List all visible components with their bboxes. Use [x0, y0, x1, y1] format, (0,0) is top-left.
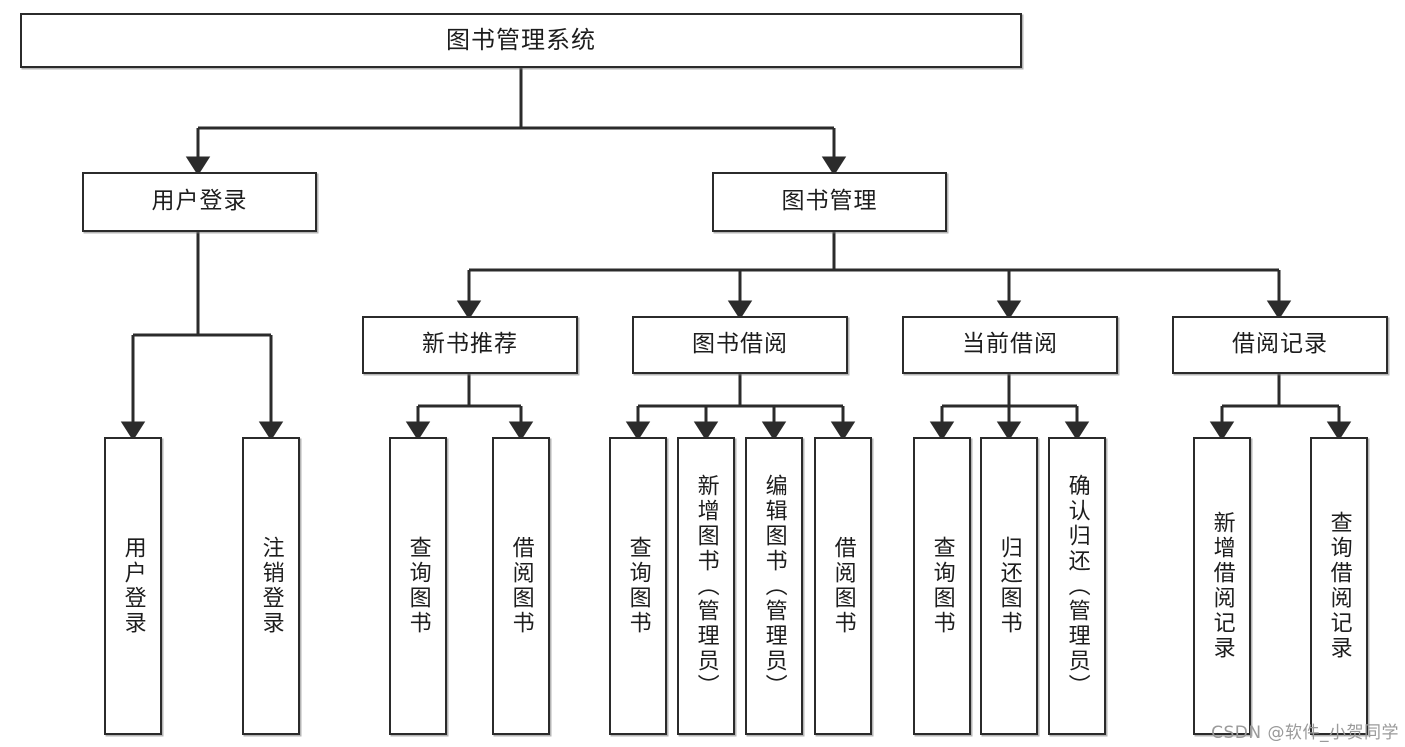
leaf-current-borrow-query[interactable]: 查询图书 [913, 437, 971, 735]
leaf-borrow-record-query-label: 查询借阅记录 [1326, 511, 1352, 661]
leaf-new-book-borrow-label: 借阅图书 [508, 536, 534, 636]
leaf-book-borrow-borrow-label: 借阅图书 [830, 536, 856, 636]
leaf-new-book-query-label: 查询图书 [405, 536, 431, 636]
leaf-book-borrow-add-label: 新增图书（管理员） [693, 473, 719, 699]
leaf-user-login-logout-label: 注销登录 [258, 536, 284, 636]
node-book-management-label: 图书管理 [781, 188, 878, 215]
leaf-current-borrow-return[interactable]: 归还图书 [980, 437, 1038, 735]
leaf-book-borrow-add[interactable]: 新增图书（管理员） [677, 437, 735, 735]
leaf-book-borrow-edit-label: 编辑图书（管理员） [761, 473, 787, 699]
node-user-login-label: 用户登录 [151, 188, 248, 215]
leaf-current-borrow-return-label: 归还图书 [996, 536, 1022, 636]
leaf-borrow-record-add-label: 新增借阅记录 [1209, 511, 1235, 661]
node-new-book-recommend-label: 新书推荐 [422, 331, 518, 358]
leaf-current-borrow-confirm-return-label: 确认归还（管理员） [1064, 473, 1090, 699]
node-book-borrow-label: 图书借阅 [692, 331, 788, 358]
csdn-watermark: CSDN @软件_小贺同学 [1211, 723, 1399, 743]
leaf-borrow-record-query[interactable]: 查询借阅记录 [1310, 437, 1368, 735]
node-book-management[interactable]: 图书管理 [712, 172, 947, 232]
node-new-book-recommend[interactable]: 新书推荐 [362, 316, 578, 374]
leaf-user-login-login[interactable]: 用户登录 [104, 437, 162, 735]
leaf-current-borrow-query-label: 查询图书 [929, 536, 955, 636]
node-user-login[interactable]: 用户登录 [82, 172, 317, 232]
leaf-borrow-record-add[interactable]: 新增借阅记录 [1193, 437, 1251, 735]
node-book-borrow[interactable]: 图书借阅 [632, 316, 848, 374]
leaf-book-borrow-query-label: 查询图书 [625, 536, 651, 636]
leaf-user-login-logout[interactable]: 注销登录 [242, 437, 300, 735]
node-current-borrow-label: 当前借阅 [962, 331, 1058, 358]
leaf-book-borrow-borrow[interactable]: 借阅图书 [814, 437, 872, 735]
node-current-borrow[interactable]: 当前借阅 [902, 316, 1118, 374]
leaf-new-book-query[interactable]: 查询图书 [389, 437, 447, 735]
node-borrow-record-label: 借阅记录 [1232, 331, 1328, 358]
node-root-system[interactable]: 图书管理系统 [20, 13, 1022, 68]
leaf-new-book-borrow[interactable]: 借阅图书 [492, 437, 550, 735]
leaf-book-borrow-query[interactable]: 查询图书 [609, 437, 667, 735]
node-root-system-label: 图书管理系统 [446, 26, 596, 55]
node-borrow-record[interactable]: 借阅记录 [1172, 316, 1388, 374]
leaf-current-borrow-confirm-return[interactable]: 确认归还（管理员） [1048, 437, 1106, 735]
leaf-user-login-login-label: 用户登录 [120, 536, 146, 636]
leaf-book-borrow-edit[interactable]: 编辑图书（管理员） [745, 437, 803, 735]
